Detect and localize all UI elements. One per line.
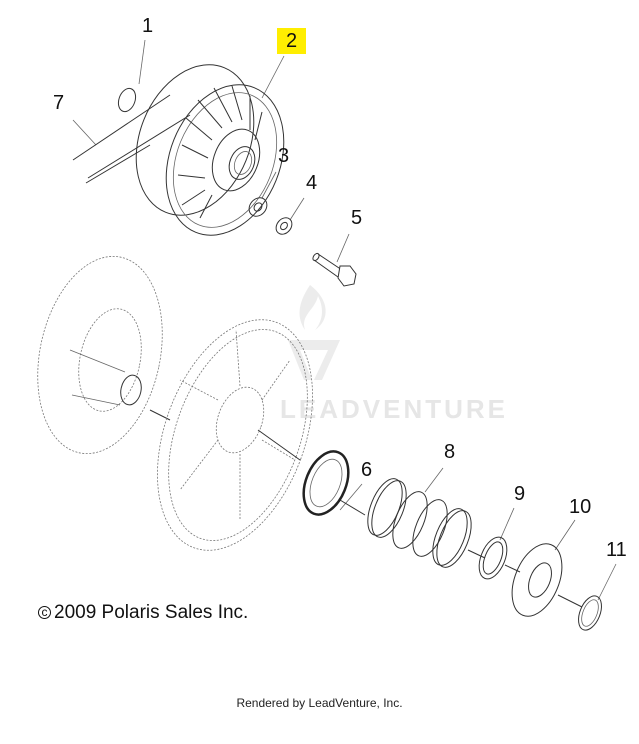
callout-3[interactable]: 3	[278, 145, 290, 167]
callout-7[interactable]: 7	[53, 92, 65, 114]
o-ring-part-1[interactable]	[115, 86, 138, 114]
thrust-ring-part-9[interactable]	[467, 533, 512, 583]
callout-1[interactable]: 1	[142, 15, 154, 37]
spring-part-8[interactable]	[361, 474, 478, 572]
drive-belt-part-7[interactable]	[72, 94, 191, 184]
retaining-ring-part-11[interactable]	[557, 593, 606, 634]
watermark-logo	[288, 285, 340, 380]
callout-10[interactable]: 10	[569, 496, 592, 518]
bolt-part-5[interactable]	[312, 252, 357, 287]
stationary-sheave	[37, 255, 171, 455]
copyright-text: 2009 Polaris Sales Inc.	[54, 602, 249, 623]
footer-credit: Rendered by LeadVenture, Inc.	[236, 696, 403, 710]
callout-2-highlighted[interactable]: 2	[277, 28, 307, 54]
spring-seat-part-10[interactable]	[502, 537, 571, 624]
callout-9[interactable]: 9	[514, 483, 526, 505]
moveable-sheave	[157, 319, 313, 551]
callout-11[interactable]: 11	[606, 539, 627, 561]
copyright-icon: c	[38, 606, 51, 619]
callout-6[interactable]: 6	[361, 459, 373, 481]
washer-part-3[interactable]	[245, 194, 270, 220]
callout-8[interactable]: 8	[444, 441, 456, 463]
seal-part-6[interactable]	[295, 445, 366, 521]
callout-4[interactable]: 4	[306, 172, 318, 194]
leader-lines	[72, 39, 617, 601]
watermark: LEADVENTURE	[280, 394, 509, 424]
callout-5[interactable]: 5	[351, 207, 363, 229]
driven-clutch-part-2[interactable]	[115, 47, 305, 253]
washer-part-4[interactable]	[273, 215, 295, 238]
